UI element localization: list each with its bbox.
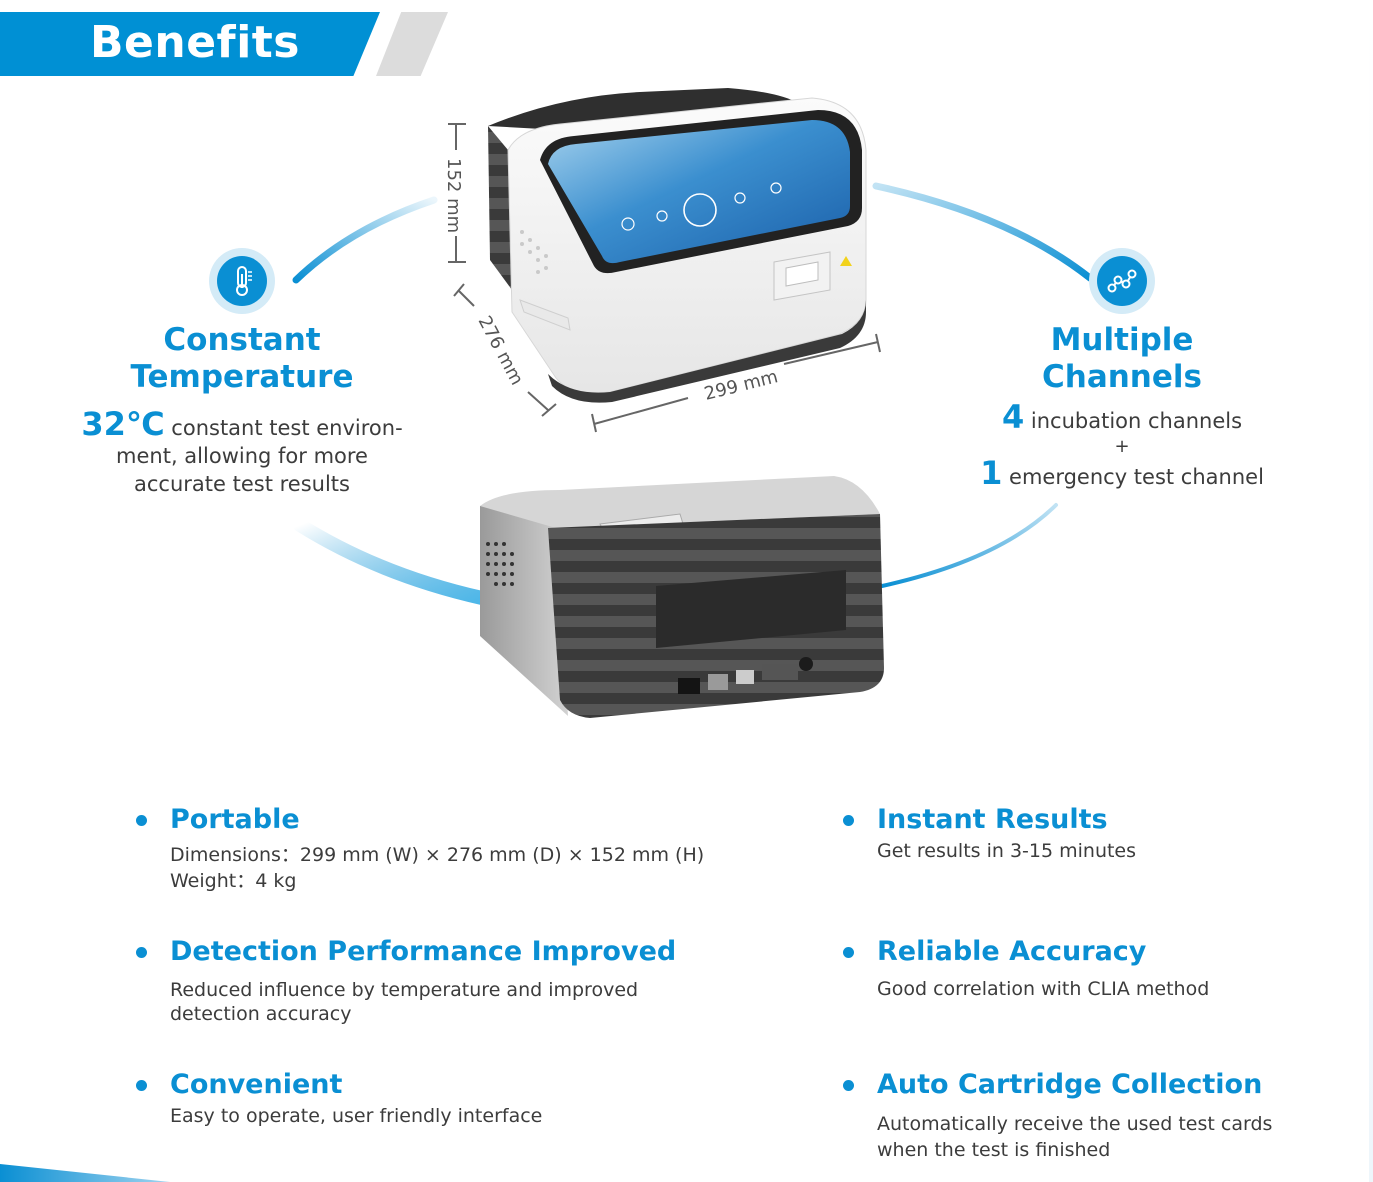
depth-dimension-label: 276 mm [474,312,528,388]
feature-text-temperature: 32℃ constant test environ- ment, allowin… [81,405,403,496]
incubation-count: 4 [1001,398,1025,436]
bullet [843,947,854,958]
benefit-title: Auto Cartridge Collection [877,1069,1263,1100]
benefit-desc: Automatically receive the used test card… [877,1113,1273,1135]
analyzer-front-image [488,88,867,403]
benefit-desc: Get results in 3-15 minutes [877,840,1137,862]
bullet [843,815,854,826]
product-illustration: 152 mm 276 mm 299 mm [292,88,1094,718]
arc-decoration [293,518,489,605]
feature-text-channels: 4 incubation channels + 1 emergency test… [960,401,1284,492]
bullet [843,1080,854,1091]
arc-decoration [880,503,1058,588]
benefit-desc: Reduced influence by temperature and imp… [170,979,639,1001]
thermometer-icon [209,248,275,314]
benefit-title: Convenient [170,1069,343,1100]
height-dimension-label: 152 mm [443,158,464,233]
temperature-value: 32℃ [81,405,165,443]
benefit-reliable-accuracy: Reliable Accuracy Good correlation with … [843,934,1210,1002]
benefit-title: Portable [170,804,300,835]
benefit-title: Instant Results [877,804,1108,835]
page-edge [1369,0,1373,1182]
feature-title-channels: Multiple Channels [1042,322,1202,395]
benefit-convenient: Convenient Easy to operate, user friendl… [136,1067,543,1129]
feature-title-temperature: Constant Temperature [130,322,354,395]
bullet [136,947,147,958]
benefit-desc: Dimensions：299 mm (W) × 276 mm (D) × 152… [170,844,705,866]
channels-icon [1089,248,1155,314]
benefit-desc: when the test is finished [877,1139,1111,1161]
benefit-detection-performance: Detection Performance Improved Reduced i… [136,934,677,1026]
benefit-desc: Easy to operate, user friendly interface [170,1105,543,1127]
header-banner [0,12,380,76]
bullet [136,1080,147,1091]
benefit-desc: Good correlation with CLIA method [877,978,1210,1000]
arc-decoration [292,196,438,284]
benefit-desc: detection accuracy [170,1003,352,1025]
benefit-title: Detection Performance Improved [170,936,677,967]
page-title: Benefits [90,17,300,68]
benefit-desc: Weight：4 kg [170,870,297,892]
plus-sign: + [1114,436,1130,457]
benefit-instant-results: Instant Results Get results in 3-15 minu… [843,802,1137,864]
benefit-title: Reliable Accuracy [877,936,1147,967]
arc-decoration [872,182,1094,282]
benefit-auto-cartridge: Auto Cartridge Collection Automatically … [843,1067,1273,1163]
benefit-portable: Portable Dimensions：299 mm (W) × 276 mm … [136,802,705,894]
bullet [136,815,147,826]
footer-decoration [0,1164,170,1182]
analyzer-rear-image [480,476,884,718]
emergency-count: 1 [980,454,1003,492]
dimension-lines [448,123,881,433]
